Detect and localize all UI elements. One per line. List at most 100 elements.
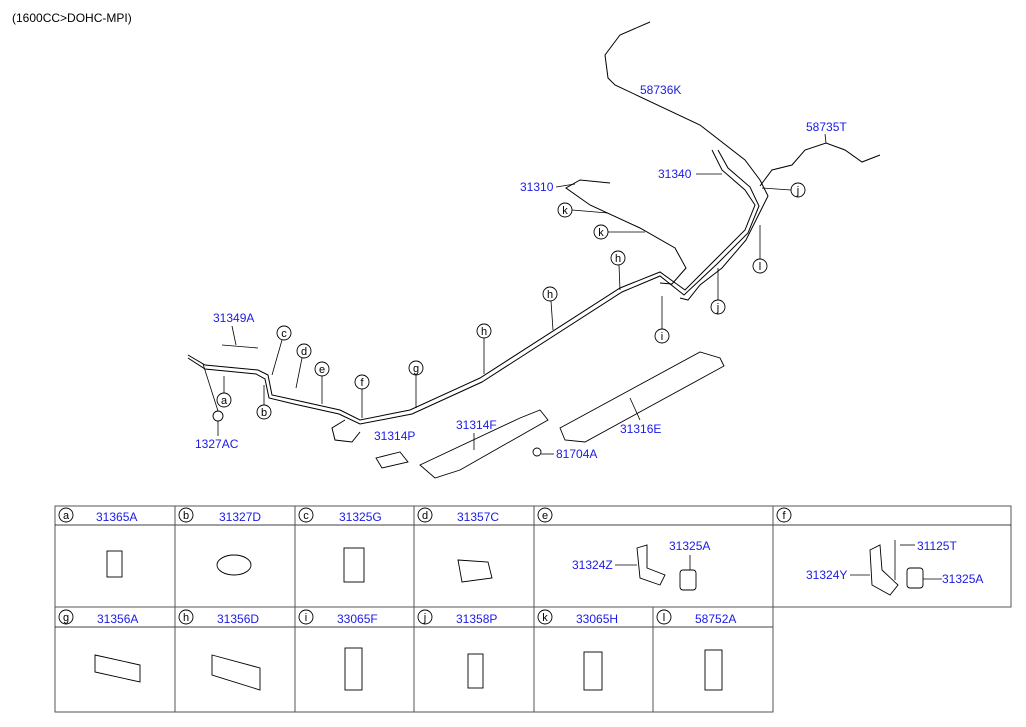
drawing-stroke — [417, 609, 433, 625]
drawing-stroke — [761, 187, 792, 191]
callout-k: k — [557, 202, 609, 218]
label-text: h — [547, 289, 553, 301]
label-text: 31325A — [942, 572, 983, 586]
drawing-stroke — [906, 567, 924, 589]
callout-j: j — [710, 268, 726, 315]
callout-c: c — [271, 325, 292, 376]
label-text: d — [301, 346, 307, 358]
label-text: f — [360, 377, 364, 389]
drawing-stroke — [776, 507, 792, 523]
callout-d: d — [295, 343, 312, 389]
drawing-stroke — [419, 409, 549, 479]
drawing-stroke — [417, 507, 433, 523]
label-31310[interactable]: 31310 — [520, 180, 554, 194]
label-text: h — [481, 326, 487, 338]
cell-c[interactable]: c 31325G — [298, 507, 382, 524]
label-text: 31125T — [917, 539, 957, 553]
label-text: e — [319, 364, 325, 376]
floor-brackets — [212, 344, 725, 479]
clamp-31327D-icon — [216, 554, 252, 576]
drawing-stroke — [565, 179, 687, 285]
label-58736K[interactable]: 58736K — [640, 83, 681, 97]
callout-a: a — [216, 376, 232, 408]
drawing-stroke — [187, 149, 760, 425]
drawing-stroke — [298, 507, 314, 523]
callout-h: h — [476, 323, 492, 374]
callout-e: e — [314, 361, 330, 404]
callout-i: i — [654, 296, 670, 344]
drawing-stroke — [636, 544, 666, 586]
part-number: 58752A — [695, 612, 736, 626]
drawing-stroke — [618, 264, 621, 291]
label-58735T[interactable]: 58735T — [806, 120, 847, 134]
label-text: a — [221, 395, 228, 407]
drawing-stroke — [298, 609, 314, 625]
label-text: j — [796, 185, 799, 197]
drawing-stroke — [211, 654, 261, 691]
bracket-31357C-icon — [457, 559, 493, 583]
label-text: k — [542, 612, 548, 624]
drawing-stroke — [559, 351, 725, 443]
drawing-stroke — [187, 149, 756, 421]
drawing-stroke — [296, 343, 312, 359]
drawing-stroke — [629, 397, 641, 421]
drawing-stroke — [276, 325, 292, 341]
label-text: c — [281, 328, 287, 340]
label-31340[interactable]: 31340 — [658, 167, 692, 181]
part-number: 31358P — [456, 612, 497, 626]
clip-31365A-icon — [106, 550, 123, 578]
label-text: j — [716, 302, 719, 314]
drawing-stroke — [202, 363, 219, 412]
label-31314F[interactable]: 31314F — [456, 418, 497, 432]
callout-h: h — [610, 250, 626, 291]
part-number: 31356D — [217, 612, 259, 626]
drawing-stroke — [571, 209, 609, 214]
label-text: i — [305, 612, 307, 624]
label-text: d — [422, 510, 428, 522]
drawing-stroke — [555, 183, 576, 188]
drawing-stroke — [231, 325, 237, 346]
drawing-stroke — [467, 653, 484, 689]
page-title: (1600CC>DOHC-MPI) — [12, 11, 132, 25]
drawing-stroke — [604, 21, 769, 301]
drawing-stroke — [174, 506, 774, 712]
drawing-stroke — [295, 357, 303, 389]
drawing-stroke — [656, 609, 672, 625]
label-text: c — [303, 510, 309, 522]
callout-l: l — [752, 225, 768, 274]
drawing-stroke — [178, 507, 194, 523]
label-text: g — [413, 363, 419, 375]
label-text: i — [661, 331, 663, 343]
label-31314P[interactable]: 31314P — [374, 429, 415, 443]
label-81704A[interactable]: 81704A — [556, 447, 597, 461]
part-number: 31365A — [96, 510, 137, 524]
part-number: 31356A — [97, 612, 138, 626]
label-text: 31324Z — [572, 558, 613, 572]
drawing-stroke — [542, 286, 558, 302]
drawing-stroke — [212, 410, 224, 422]
drawing-stroke — [537, 507, 553, 523]
label-text: k — [562, 205, 568, 217]
callout-h: h — [542, 286, 558, 331]
drawing-stroke — [221, 344, 259, 349]
part-number: 31327D — [219, 510, 261, 524]
drawing-stroke — [94, 654, 141, 683]
label-1327AC[interactable]: 1327AC — [195, 437, 239, 451]
drawing-stroke — [679, 569, 697, 591]
label-31316E[interactable]: 31316E — [620, 422, 661, 436]
callout-j: j — [761, 182, 806, 198]
label-31349A[interactable]: 31349A — [213, 311, 254, 325]
part-number: 31325G — [339, 510, 382, 524]
